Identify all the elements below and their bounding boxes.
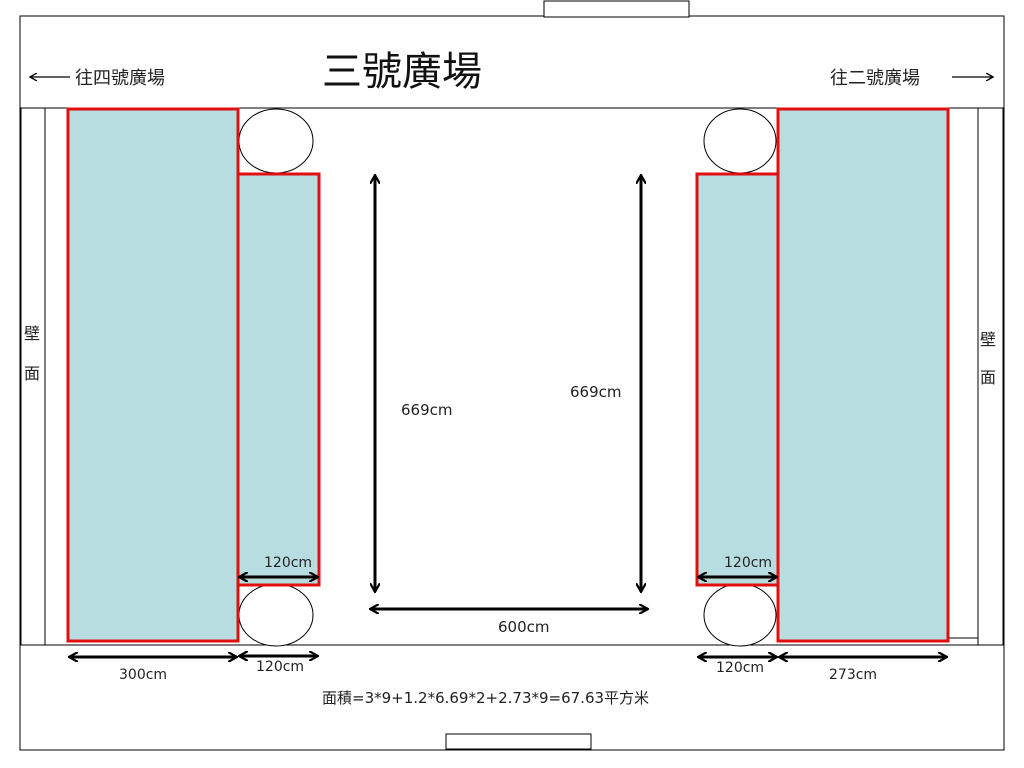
outer-frame xyxy=(19,15,1005,751)
pillar-bottom-left xyxy=(238,583,314,647)
dim-label-left-small-bottom: 120cm xyxy=(256,659,304,675)
pillar-top-left xyxy=(238,108,314,174)
dim-label-left-small-top: 120cm xyxy=(264,555,312,571)
left-wall xyxy=(20,107,46,646)
dim-label-right-small-top: 120cm xyxy=(724,555,772,571)
dim-label-left-length: 669cm xyxy=(401,401,453,419)
right-wall xyxy=(977,107,1004,646)
dim-label-left-big: 300cm xyxy=(119,667,167,683)
zone-right-small xyxy=(695,172,780,587)
pillar-top-right xyxy=(703,108,777,174)
left-wall-label-2: 面 xyxy=(24,364,40,383)
left-wall-label-1: 壁 xyxy=(24,324,40,343)
area-formula: 面積=3*9+1.2*6.69*2+2.73*9=67.63平方米 xyxy=(322,689,649,707)
zone-left-large xyxy=(66,107,240,643)
dim-label-right-small-bottom: 120cm xyxy=(716,660,764,676)
right-wall-label-1: 壁 xyxy=(980,330,996,349)
zone-right-large xyxy=(776,107,950,643)
zone-left-small xyxy=(236,172,321,587)
nav-right-label: 往二號廣場 xyxy=(830,68,920,89)
dim-label-right-length: 669cm xyxy=(570,383,622,401)
dim-label-right-big: 273cm xyxy=(829,667,877,683)
dim-label-aisle-width: 600cm xyxy=(498,618,550,636)
top-door xyxy=(543,0,690,18)
page-title: 三號廣場 xyxy=(322,49,482,95)
nav-left-label: 往四號廣場 xyxy=(75,68,165,89)
pillar-bottom-right xyxy=(703,583,777,647)
bottom-door xyxy=(445,733,592,750)
right-wall-label-2: 面 xyxy=(980,368,996,387)
